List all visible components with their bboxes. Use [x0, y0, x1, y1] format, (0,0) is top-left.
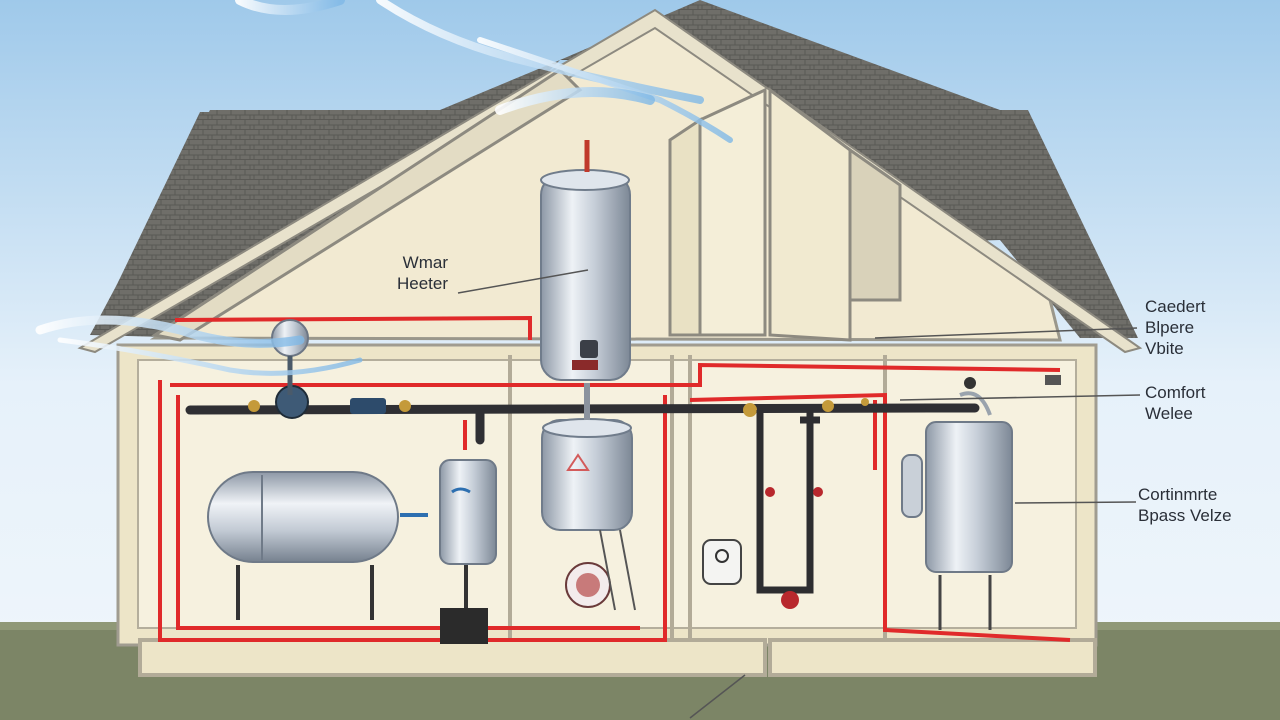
storage-tank-horizontal [207, 471, 428, 620]
room-dividers [138, 355, 1097, 677]
comfort-valve-label: Comfort Welee [1145, 383, 1206, 423]
water-heater-label: Wmar Heeter [396, 253, 448, 293]
tankless-heater [901, 375, 1061, 630]
boiler-tank [541, 383, 633, 531]
air-flow-swirls [35, 0, 733, 376]
cold-water-line [185, 403, 980, 445]
callout-leaders [457, 269, 1141, 719]
attic-panels [151, 68, 902, 342]
circulation-pump [565, 529, 636, 611]
inline-valves [248, 385, 869, 419]
upper-right-label: Caedert Blpere Vbite [1145, 297, 1206, 358]
bypass-valve-label: Cortinmrte Bpass Velze [1138, 485, 1232, 525]
water-heater-tank [540, 140, 631, 381]
bypass-manifold [756, 410, 820, 594]
expansion-tank [439, 459, 497, 644]
